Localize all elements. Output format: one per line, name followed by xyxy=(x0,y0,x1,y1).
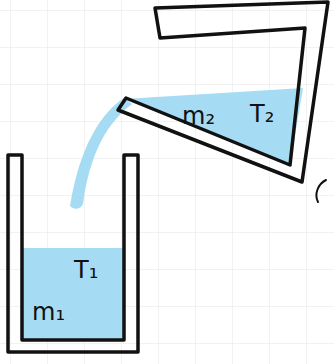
quantity-label: m₂ xyxy=(182,104,215,128)
quantity-label: T₂ xyxy=(250,102,274,126)
water xyxy=(124,88,303,165)
quantity-label: m₁ xyxy=(32,300,65,324)
water xyxy=(22,248,124,340)
tilted-container xyxy=(118,2,328,182)
stray-mark xyxy=(316,180,326,202)
quantity-label: T₁ xyxy=(74,258,98,282)
beaker xyxy=(8,155,138,352)
